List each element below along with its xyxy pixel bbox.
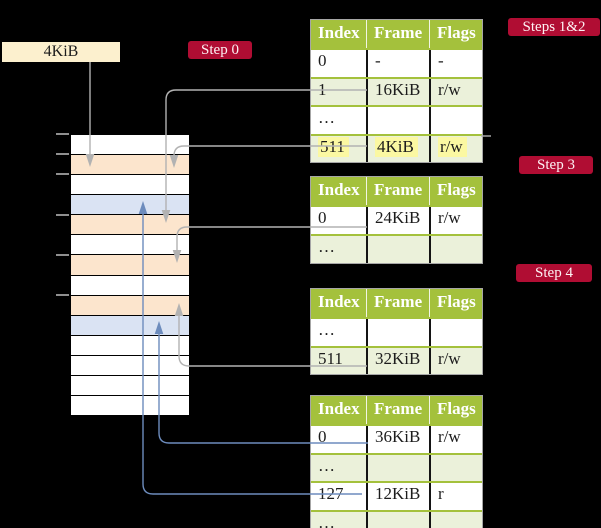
table-cell: r/w — [429, 426, 482, 453]
table-cell: 4KiB — [366, 135, 429, 162]
header-cell-flags: Flags — [429, 289, 482, 317]
memory-frame-20kib-free — [71, 235, 189, 256]
table-cell — [429, 107, 482, 134]
header-cell-frame: Frame — [366, 289, 429, 317]
table-row: … — [311, 105, 482, 134]
table-row: 511 4KiB r/w — [311, 133, 482, 163]
header-cell-frame: Frame — [366, 396, 429, 424]
table-cell — [429, 236, 482, 263]
table-cell: 16KiB — [366, 78, 429, 105]
table-cell: … — [318, 108, 335, 127]
steps-1-2-label: Steps 1&2 — [508, 18, 600, 36]
memory-tick-1 — [56, 153, 69, 155]
table-cell: 32KiB — [366, 347, 429, 374]
header-cell-flags: Flags — [429, 177, 482, 205]
table-cell — [366, 319, 429, 346]
table-cell — [366, 236, 429, 263]
table-cell: - — [366, 50, 429, 77]
table-cell: 511 — [311, 136, 366, 163]
header-cell-frame: Frame — [366, 177, 429, 205]
memory-frame-52kib-free — [71, 396, 189, 416]
table-cell: 127 — [318, 484, 344, 503]
header-cell-flags: Flags — [429, 20, 482, 48]
step-3-label: Step 3 — [519, 156, 593, 174]
highlighted-value: r/w — [438, 136, 467, 157]
table-cell: r/w — [429, 347, 482, 374]
table-cell: 511 — [318, 348, 343, 368]
table-row: … — [311, 452, 482, 481]
header-cell-index: Index — [318, 399, 360, 418]
step-4-label: Step 4 — [516, 264, 592, 282]
step-0-label: Step 0 — [188, 41, 252, 59]
frame-address-box: 4KiB — [2, 42, 120, 62]
memory-frame-8kib-free — [71, 175, 189, 196]
table-cell — [429, 454, 482, 481]
memory-frame-4kib-mapped — [71, 155, 189, 176]
memory-frame-44kib-free — [71, 355, 189, 376]
table-row: … — [311, 509, 482, 528]
memory-frame-12kib-table — [71, 195, 189, 216]
table-cell — [429, 511, 482, 528]
table-cell: … — [318, 512, 335, 528]
memory-tick-5 — [56, 294, 69, 296]
table-cell: 12KiB — [366, 483, 429, 510]
table-row: … — [311, 317, 482, 346]
memory-tick-3 — [56, 214, 69, 216]
table-cell: … — [318, 237, 335, 256]
table-cell: … — [318, 320, 335, 339]
memory-tick-4 — [56, 254, 69, 256]
highlighted-value: 511 — [318, 136, 349, 157]
header-cell-flags: Flags — [429, 396, 482, 424]
table-cell: r — [429, 483, 482, 510]
physical-memory-column — [70, 134, 190, 416]
header-cell-index: Index — [318, 292, 360, 311]
memory-frame-28kib-free — [71, 275, 189, 296]
memory-frame-48kib-free — [71, 375, 189, 397]
table-cell — [366, 107, 429, 134]
memory-tick-2 — [56, 173, 69, 175]
table-cell: r/w — [429, 207, 482, 234]
header-cell-index: Index — [318, 23, 360, 42]
memory-tick-0 — [56, 133, 69, 135]
table-cell: 0 — [318, 51, 327, 70]
header-cell-frame: Frame — [366, 20, 429, 48]
table-cell: r/w — [429, 78, 482, 105]
table-cell — [366, 511, 429, 528]
table-cell: … — [318, 455, 335, 475]
table-cell: 24KiB — [366, 207, 429, 234]
table-cell: 1 — [318, 79, 327, 99]
table-row: … — [311, 234, 482, 263]
memory-frame-0kib-free — [71, 135, 189, 156]
table-cell: 36KiB — [366, 426, 429, 453]
table-cell — [366, 454, 429, 481]
table-row: 0 -- — [311, 48, 482, 77]
table-cell: 0 — [318, 427, 327, 446]
memory-frame-16kib-mapped — [71, 215, 189, 236]
table-cell: r/w — [429, 135, 482, 162]
memory-frame-24kib-mapped — [71, 255, 189, 276]
table-cell: 0 — [318, 208, 327, 227]
table-cell — [429, 319, 482, 346]
frame-address-label: 4KiB — [43, 43, 79, 60]
table-cell: - — [429, 50, 482, 77]
highlighted-value: 4KiB — [375, 136, 418, 157]
memory-frame-40kib-free — [71, 335, 189, 356]
memory-frame-32kib-mapped — [71, 295, 189, 316]
memory-frame-36kib-table — [71, 315, 189, 336]
header-cell-index: Index — [318, 180, 360, 199]
